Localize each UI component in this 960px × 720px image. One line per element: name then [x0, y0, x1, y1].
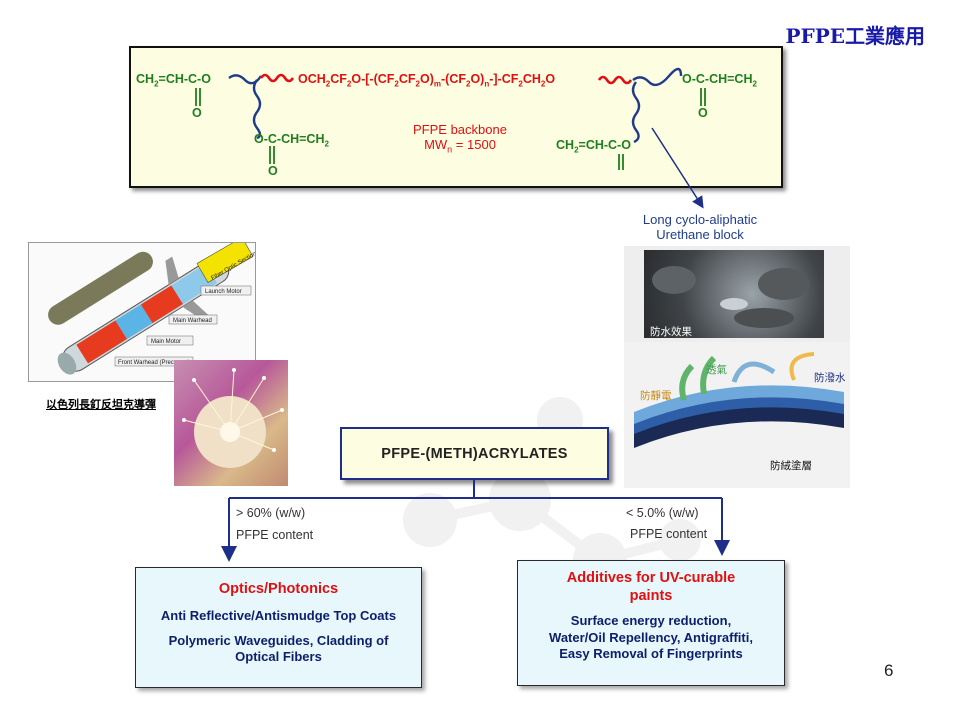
fabric-layers-image: 防靜電 透氣 防潑水 防絨塗層 [624, 342, 850, 488]
waterproof-photo: 防水效果 [644, 250, 824, 338]
waterproof-label: 防水效果 [650, 326, 692, 338]
optical-fiber-bundle [182, 368, 284, 468]
optics-photonics-box: Optics/Photonics Anti Reflective/Antismu… [135, 567, 422, 688]
left-carbonyl-oxygen: O [192, 106, 202, 120]
missile-label-launch-motor: Launch Motor [205, 289, 242, 295]
left-end-group: CH2=CH-C-O [136, 72, 211, 89]
left-percent-label: > 60% (w/w) [236, 506, 306, 520]
optics-title: Optics/Photonics [218, 581, 339, 597]
urethane-pointer-arrow [651, 127, 704, 209]
optics-line3: Optical Fibers [235, 649, 322, 664]
missile-label-main-motor: Main Motor [151, 339, 181, 345]
uv-title-line1: Additives for UV-curable [566, 570, 736, 586]
lower-left-carbonyl-oxygen: O [268, 164, 278, 178]
right-content-label: PFPE content [630, 527, 708, 541]
right-end-group: O-C-CH=CH2 [682, 72, 757, 89]
missile-image: Fiber Optic Section Launch Motor Main Wa… [28, 237, 258, 382]
uv-line1: Surface energy reduction, [570, 613, 732, 628]
urethane-block-note: Long cyclo-aliphatic Urethane block [642, 212, 758, 242]
missile-label-front-warhead: Front Warhead (Precursor) [118, 360, 189, 366]
splashproof-label: 防潑水 [814, 372, 846, 384]
coating-label: 防絨塗層 [770, 460, 812, 472]
left-content-label: PFPE content [236, 528, 314, 542]
optics-line2: Polymeric Waveguides, Cladding of [168, 632, 389, 648]
lower-right-group: CH2=CH-C-O [556, 138, 631, 155]
pfpe-methacrylates-box: PFPE-(METH)ACRYLATES [340, 427, 609, 480]
uv-curable-paints-box: Additives for UV-curable paints Surface … [517, 560, 785, 686]
uv-title-line2: paints [629, 588, 673, 604]
missile-caption: 以色列長釘反坦克導彈 [46, 399, 156, 411]
waterproof-photo-frame: 防水效果 [624, 246, 850, 342]
water-droplets [652, 266, 810, 328]
pfpe-backbone-formula: OCH2CF2O-[-(CF2CF2O)m-(CF2O)n-]-CF2CH2O [298, 72, 556, 89]
fabric-layers-illustration [634, 352, 844, 448]
breathable-label: 透氣 [706, 364, 727, 376]
missile-label-main-warhead: Main Warhead [173, 318, 212, 324]
uv-line3: Easy Removal of Fingerprints [559, 646, 743, 661]
optics-line1: Anti Reflective/Antismudge Top Coats [160, 608, 397, 623]
slide-title: PFPE工業應用 [785, 24, 925, 48]
uv-line2: Water/Oil Repellency, Antigraffiti, [549, 629, 753, 645]
optical-fiber-image [174, 360, 288, 486]
antistatic-label: 防靜電 [640, 390, 672, 402]
page-number: 6 [884, 661, 894, 680]
lower-left-group: O-C-CH=CH2 [254, 132, 329, 149]
backbone-note: PFPE backbone MWn = 1500 [413, 122, 507, 155]
right-carbonyl-oxygen: O [698, 106, 708, 120]
pfpe-structure-chains [195, 67, 706, 170]
right-percent-label: < 5.0% (w/w) [626, 506, 699, 520]
missile-cutaway-illustration: Fiber Optic Section Launch Motor Main Wa… [48, 237, 258, 375]
